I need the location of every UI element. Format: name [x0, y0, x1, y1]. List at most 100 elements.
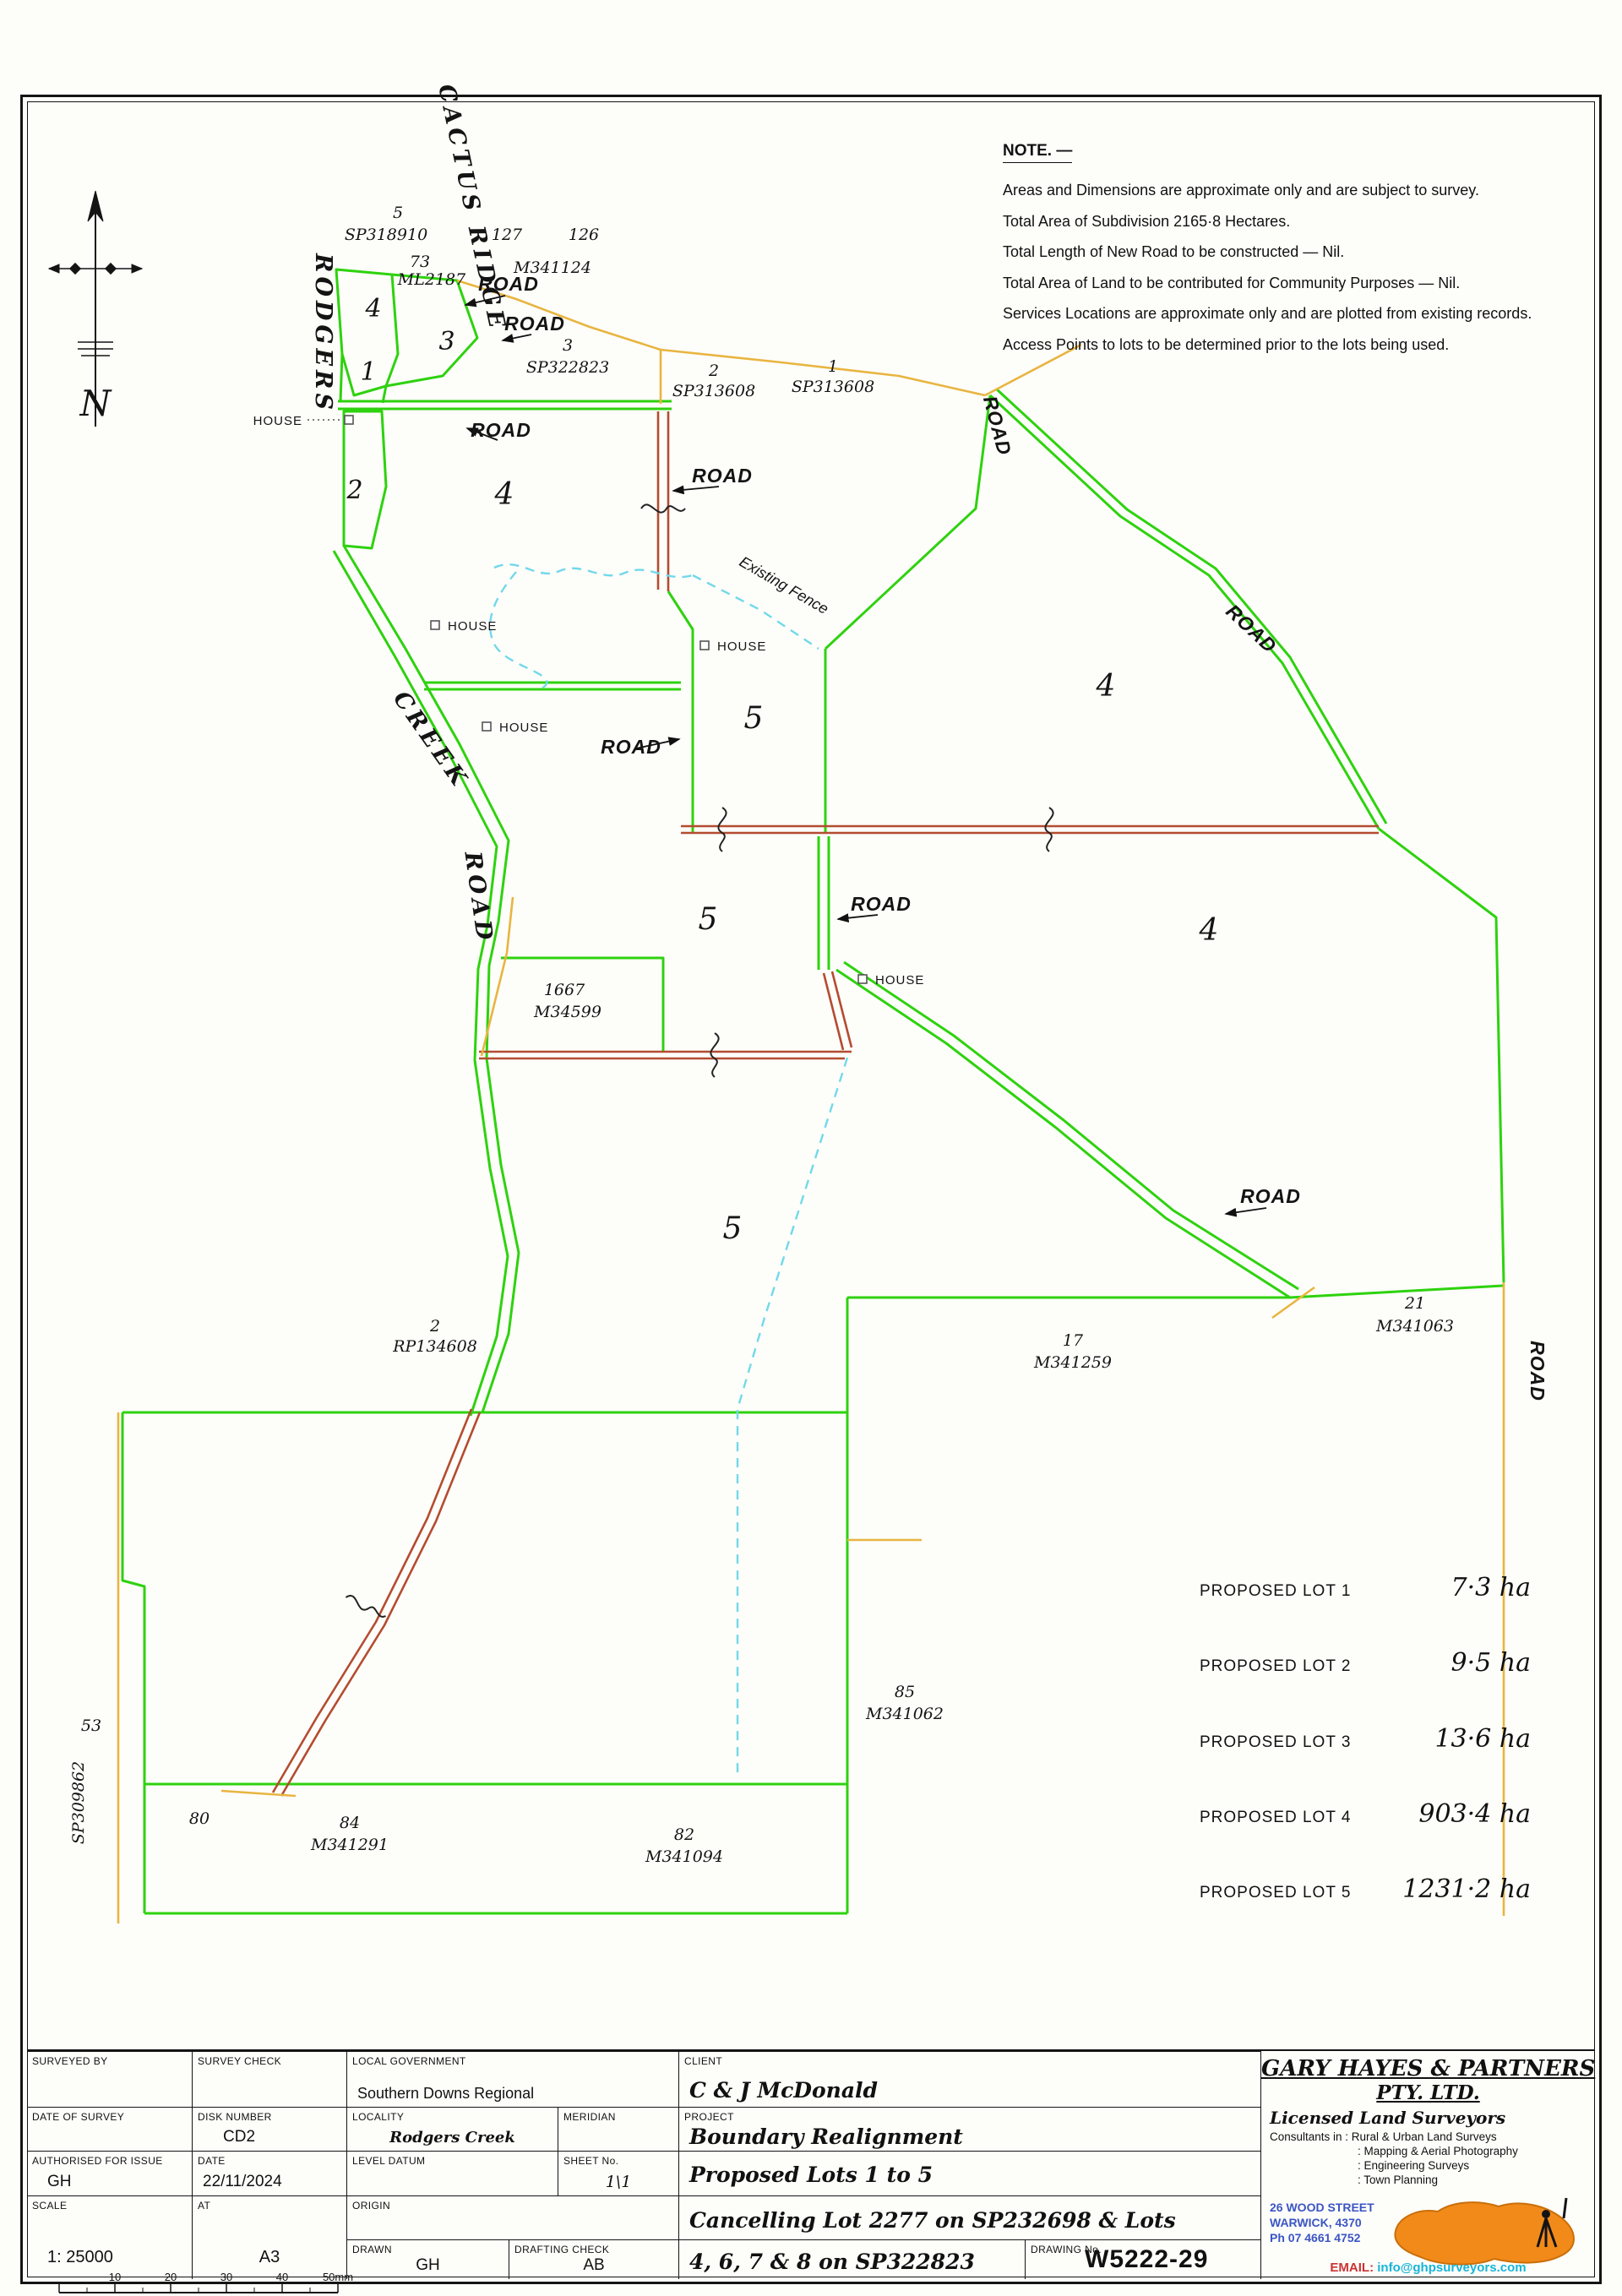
tb-local-government: LOCAL GOVERNMENT Southern Downs Regional	[346, 2051, 678, 2107]
north-arrow: N	[47, 190, 144, 427]
house-marker	[857, 974, 868, 984]
tb-date-of-survey: DATE OF SURVEY	[27, 2107, 192, 2151]
plan-number-label: M341259	[1033, 1353, 1112, 1372]
plan-number-label: 21	[1404, 1294, 1425, 1313]
surveyor-email[interactable]: EMAIL: info@ghpsurveyors.com	[1330, 2261, 1527, 2275]
tb-authorised: AUTHORISED FOR ISSUE GH	[27, 2151, 192, 2195]
north-arrow-head	[87, 190, 104, 222]
plan-number-label: SP313608	[672, 382, 755, 400]
road-label: ROAD	[851, 893, 912, 915]
lot-number-label: 2	[346, 476, 362, 505]
tb-lots-line: 4, 6, 7 & 8 on SP322823	[678, 2239, 1025, 2279]
house-label: HOUSE	[499, 721, 548, 735]
proposed-lot-label: PROPOSED LOT 4	[1200, 1809, 1352, 1826]
tb-level-datum: LEVEL DATUM	[346, 2151, 558, 2195]
plan-number-label: 53	[81, 1717, 101, 1735]
lot-number-label: 4	[1096, 669, 1116, 704]
creek-fence-lines	[488, 563, 849, 1779]
note-line: Access Points to lots to be determined p…	[1003, 335, 1450, 353]
road-name-cactus-ridge: CACTUS RIDGE	[433, 82, 510, 335]
road-label: ROAD	[1527, 1341, 1549, 1401]
note-line: Services Locations are approximate only …	[1003, 305, 1532, 322]
road-name-rodgers: RODGERS	[310, 253, 336, 414]
proposed-lot-area: 13·6 ha	[1434, 1724, 1531, 1754]
road-label: ROAD	[1222, 600, 1281, 657]
north-letter: N	[79, 383, 112, 424]
lot-number-label: 5	[699, 902, 718, 937]
scale-tick-label: 30	[220, 2271, 232, 2283]
house-label: HOUSE	[717, 639, 766, 654]
lot-number-label: 4	[494, 477, 514, 512]
road-label: ROAD	[478, 273, 539, 295]
road-casing-lines	[271, 411, 1379, 1797]
tb-proposed-lots: Proposed Lots 1 to 5	[678, 2151, 1260, 2195]
note-line: Total Area of Subdivision 2165·8 Hectare…	[1003, 212, 1291, 230]
tb-scale: SCALE 1: 25000	[27, 2195, 192, 2279]
existing-fence-label: Existing Fence	[737, 553, 831, 618]
break-symbols	[345, 503, 1054, 1618]
tb-at: AT A3	[192, 2195, 346, 2279]
proposed-lot-label: PROPOSED LOT 5	[1200, 1884, 1352, 1902]
surveyor-silhouette	[1536, 2197, 1568, 2248]
road-name-creek: CREEK	[388, 687, 474, 794]
tb-sheet-no: SHEET No. 1\1	[558, 2151, 678, 2195]
note-line: Total Area of Land to be contributed for…	[1003, 274, 1461, 291]
lot-number-label: 4	[364, 294, 381, 324]
proposed-lot-label: PROPOSED LOT 1	[1200, 1582, 1352, 1600]
house-marker	[344, 415, 354, 425]
plan-number-label: M341291	[310, 1836, 389, 1854]
plan-number-label: SP313608	[792, 378, 874, 396]
tb-survey-check: SURVEY CHECK	[192, 2051, 346, 2107]
plan-number-label: 126	[569, 226, 599, 244]
scale-tick-label: 40	[276, 2271, 288, 2283]
surveyor-name: GARY HAYES & PARTNERS	[1261, 2056, 1596, 2081]
old-road-lines	[117, 279, 1505, 1923]
road-label: ROAD	[601, 736, 661, 758]
lot-number-label: 3	[438, 327, 454, 356]
proposed-lot-label: PROPOSED LOT 2	[1200, 1657, 1352, 1675]
road-label: ROAD	[471, 419, 531, 441]
lot-number-label: 4	[1199, 913, 1219, 948]
plan-number-label: M34599	[533, 1003, 601, 1021]
plan-number-label: 3	[563, 336, 573, 355]
road-label: ROAD	[504, 313, 565, 335]
note-block: NOTE. — Areas and Dimensions are approxi…	[1003, 142, 1577, 360]
tb-surveyed-by: SURVEYED BY	[27, 2051, 192, 2107]
plan-number-label: SP322823	[526, 358, 609, 377]
plan-number-label: 1667	[544, 981, 585, 999]
plan-number-label: 1	[828, 357, 838, 376]
proposed-lot-row: PROPOSED LOT 2 9·5 ha	[1200, 1648, 1531, 1678]
proposed-lot-area: 9·5 ha	[1451, 1648, 1531, 1678]
plan-number-label: RP134608	[392, 1337, 477, 1356]
tb-date: DATE 22/11/2024	[192, 2151, 346, 2195]
plan-number-label: 84	[340, 1814, 360, 1832]
tb-project: PROJECT Boundary Realignment	[678, 2107, 1260, 2151]
road-label: ROAD	[692, 465, 753, 487]
title-block: SURVEYED BY SURVEY CHECK LOCAL GOVERNMEN…	[27, 2049, 1596, 2279]
road-name-road: ROAD	[459, 849, 498, 946]
plan-number-label: ML2187	[397, 270, 466, 289]
tb-origin: ORIGIN	[346, 2195, 678, 2239]
lot-number-label: 5	[723, 1211, 743, 1246]
house-label: HOUSE	[448, 619, 497, 634]
house-label: HOUSE	[875, 973, 924, 987]
scale-tick-label: 20	[165, 2271, 177, 2283]
tb-drawing-no: DRAWING No. W5222-29	[1025, 2239, 1260, 2279]
house-marker	[699, 640, 710, 650]
surveyor-address: 26 WOOD STREET WARWICK, 4370 Ph 07 4661 …	[1270, 2201, 1374, 2244]
note-lines: Areas and Dimensions are approximate onl…	[1003, 175, 1577, 360]
scale-tick-label: 10	[109, 2271, 121, 2283]
note-title: NOTE. —	[1003, 142, 1073, 163]
plan-number-label: M341094	[645, 1847, 723, 1866]
road-label: ROAD	[1240, 1185, 1301, 1207]
tb-drawn: DRAWN GH	[346, 2239, 509, 2279]
note-line: Total Length of New Road to be construct…	[1003, 243, 1345, 260]
